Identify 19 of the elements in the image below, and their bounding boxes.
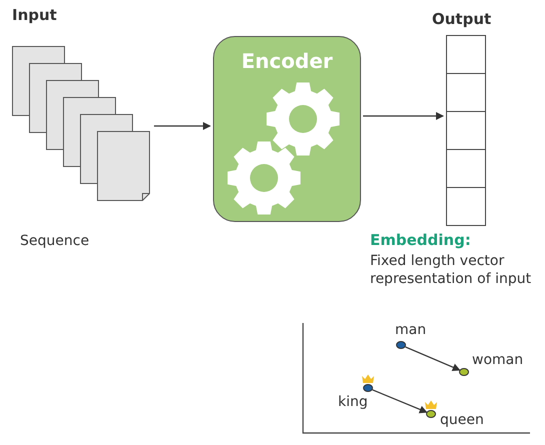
point-dot — [363, 384, 373, 392]
point-label: man — [395, 322, 426, 338]
embedding-description: Fixed length vector representation of input — [370, 252, 532, 288]
point-dot — [396, 341, 406, 349]
point-dot — [459, 368, 469, 376]
caption-text: Sequence — [20, 233, 90, 249]
arrow — [372, 389, 428, 414]
point-label: woman — [472, 352, 524, 368]
encoder-title: Encoder — [240, 49, 334, 73]
point-label: king — [338, 394, 368, 410]
arrow — [154, 122, 211, 130]
arrow — [363, 112, 444, 120]
encoder-box — [213, 36, 361, 222]
embedding-heading: Embedding: — [370, 231, 471, 249]
point-label: queen — [440, 412, 484, 428]
output-heading: Output — [432, 10, 492, 28]
arrow — [405, 346, 461, 372]
point-dot — [426, 410, 436, 418]
input-heading: Input — [12, 6, 57, 24]
